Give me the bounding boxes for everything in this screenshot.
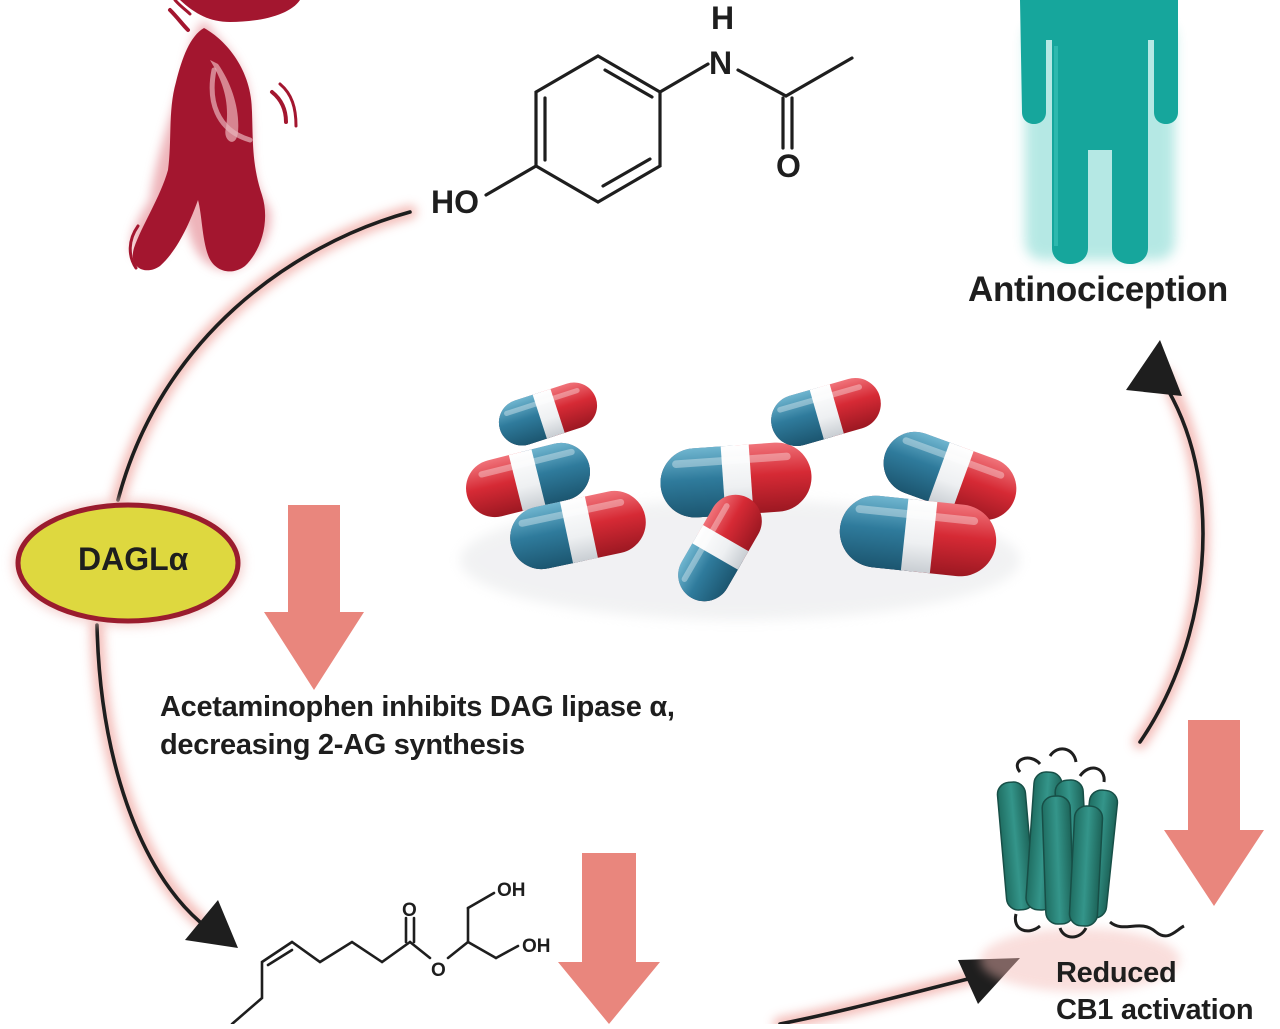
pain-person-icon [128, 0, 300, 272]
mechanism-caption-line1: Acetaminophen inhibits DAG lipase α, [160, 691, 675, 723]
arrowhead-to-antinociception [1126, 340, 1182, 396]
mechanism-caption-line2: decreasing 2-AG synthesis [160, 729, 525, 761]
cb1-receptor-icon [980, 747, 1185, 992]
reduced-cb1-label-line1: Reduced [1056, 957, 1177, 989]
two-ag-atom-o-ester: O [431, 960, 446, 981]
reduced-cb1-label: Reduced CB1 activation [1056, 955, 1254, 1029]
two-ag-structure [230, 891, 520, 1024]
dagl-node [12, 499, 244, 627]
dagl-label: DAGLα [78, 541, 189, 577]
decrease-arrow-2ag [558, 853, 660, 1024]
acetaminophen-structure [484, 54, 854, 204]
decrease-arrow-2ag-synthesis [264, 505, 364, 690]
acetaminophen-atom-n: N [709, 45, 733, 81]
antinociception-label: Antinociception [968, 270, 1228, 309]
acetaminophen-atom-o: O [776, 148, 801, 184]
acetaminophen-atom-ho: HO [431, 184, 479, 220]
relief-person-icon [1020, 0, 1178, 264]
two-ag-atom-oh-top: OH [497, 880, 526, 901]
reduced-cb1-label-line2: CB1 activation [1056, 994, 1254, 1026]
mechanism-caption: Acetaminophen inhibits DAG lipase α, dec… [160, 688, 675, 764]
two-ag-atom-oh-bottom: OH [522, 936, 551, 957]
decrease-arrow-cb1 [1164, 720, 1264, 906]
acetaminophen-atom-h: H [711, 0, 735, 36]
capsule-pills-icon [459, 371, 1026, 620]
two-ag-atom-o-carbonyl: O [402, 900, 417, 921]
cycle-lines [95, 210, 1205, 1024]
arrowhead-to-2ag [185, 900, 238, 948]
